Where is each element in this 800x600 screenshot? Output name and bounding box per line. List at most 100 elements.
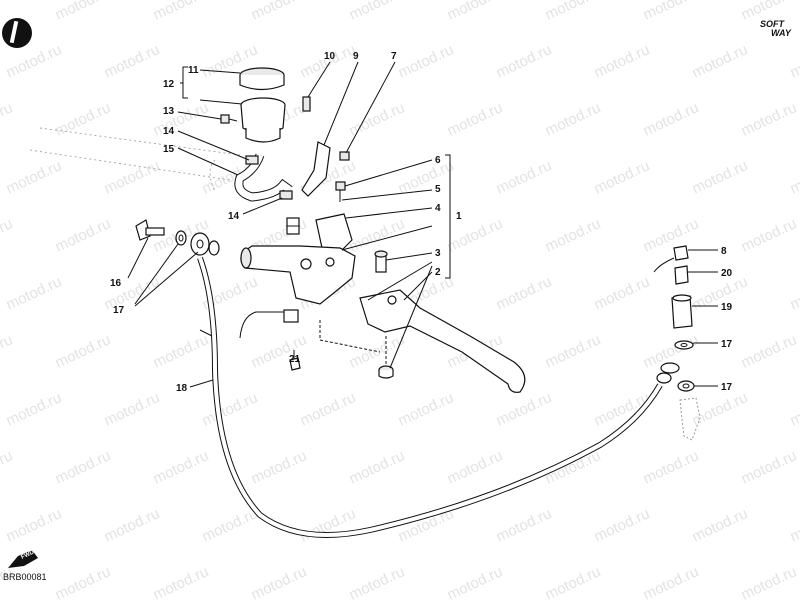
watermark-text: motod.ru (0, 447, 15, 487)
watermark-text: motod.ru (53, 0, 114, 24)
callout-1: 1 (456, 211, 462, 222)
watermark-text: motod.ru (690, 157, 751, 197)
callout-12: 12 (163, 79, 175, 90)
watermark-text: motod.ru (200, 505, 261, 545)
watermark-text: motod.ru (788, 505, 800, 545)
watermark-text: motod.ru (249, 563, 310, 600)
watermark-text: motod.ru (0, 99, 15, 139)
watermark-text: motod.ru (494, 273, 555, 313)
callout-labels: 11 12 13 14 15 14 10 9 7 6 5 4 1 3 2 16 … (110, 51, 733, 394)
hose-15 (234, 153, 293, 202)
washer-17-right-bottom (677, 380, 695, 392)
watermark-text: motod.ru (788, 41, 800, 81)
watermark-text: motod.ru (4, 273, 65, 313)
watermark-text: motod.ru (4, 389, 65, 429)
watermark-text: motod.ru (4, 157, 65, 197)
watermark-text: motod.ru (592, 157, 653, 197)
softway-logo: SOFT WAY (760, 19, 792, 38)
watermark-text: motod.ru (739, 447, 800, 487)
watermark-text: motod.ru (445, 563, 506, 600)
banjo-fitting (190, 232, 220, 256)
watermark-text: motod.ru (4, 505, 65, 545)
watermark-text: motod.ru (151, 563, 212, 600)
watermark-text: motod.ru (347, 447, 408, 487)
callout-9: 9 (353, 51, 359, 62)
watermark-text: motod.ru (690, 273, 751, 313)
watermark-text: motod.ru (543, 331, 604, 371)
watermark-text: motod.ru (249, 447, 310, 487)
clutch-lever (359, 289, 526, 393)
watermark-text: motod.ru (200, 389, 261, 429)
watermark-text: motod.ru (494, 41, 555, 81)
callout-16: 16 (110, 278, 122, 289)
bleed-cap-8 (653, 245, 689, 273)
softway-top: SOFT (760, 19, 786, 29)
watermark-text: motod.ru (494, 157, 555, 197)
watermark-text: motod.ru (592, 41, 653, 81)
drawing-code: BRB00081 (3, 572, 47, 582)
watermark-text: motod.ru (690, 41, 751, 81)
watermark-text: motod.ru (0, 331, 15, 371)
watermark-text: motod.ru (690, 389, 751, 429)
watermark-text: motod.ru (641, 0, 702, 24)
watermark-text: motod.ru (298, 505, 359, 545)
watermark-text: motod.ru (298, 389, 359, 429)
washer-17-right-top (674, 340, 694, 350)
watermark-text: motod.ru (53, 215, 114, 255)
lever-nut (378, 365, 394, 379)
callout-20: 20 (721, 268, 733, 279)
callout-17-right-top: 17 (721, 339, 733, 350)
watermark-text: motod.ru (53, 99, 114, 139)
callout-17-left: 17 (113, 305, 125, 316)
watermark-text: motod.ru (53, 331, 114, 371)
watermark-text: motod.ru (249, 0, 310, 24)
bracket-9 (301, 96, 331, 197)
master-cylinder (240, 245, 356, 305)
hose-clamp-upper (245, 155, 259, 165)
switch-wire (199, 309, 301, 371)
callout-3: 3 (435, 248, 441, 259)
watermark-text: motod.ru (396, 41, 457, 81)
watermark-text: motod.ru (102, 41, 163, 81)
callout-13: 13 (163, 106, 175, 117)
callout-7: 7 (391, 51, 397, 62)
watermark-text: motod.ru (739, 563, 800, 600)
adapter-19 (671, 294, 693, 329)
bleed-valve-20 (674, 265, 689, 285)
watermark-text: motod.ru (788, 273, 800, 313)
callout-11: 11 (188, 65, 199, 76)
hose-fitting (286, 217, 300, 235)
watermark-text: motod.ru (151, 331, 212, 371)
watermark-text: motod.ru (102, 389, 163, 429)
watermark-text: motod.ru (543, 99, 604, 139)
watermark-text: motod.ru (592, 273, 653, 313)
watermark-text: motod.ru (788, 389, 800, 429)
brand-logo (2, 18, 32, 48)
callout-17-right-bottom: 17 (721, 382, 733, 393)
callout-10: 10 (324, 51, 336, 62)
washer-17-left (175, 230, 187, 246)
hose-end-right (656, 362, 680, 384)
watermark-text: motod.ru (494, 389, 555, 429)
watermark-text: motod.ru (445, 447, 506, 487)
watermark-text: motod.ru (592, 505, 653, 545)
watermark-text: motod.ru (0, 215, 15, 255)
watermark-text: motod.ru (102, 505, 163, 545)
fwd-label: FWD (20, 549, 36, 560)
callout-14-top: 14 (163, 126, 175, 137)
hydraulic-hose (197, 256, 663, 538)
handlebar-outline (29, 127, 241, 193)
watermark-text: motod.ru (53, 447, 114, 487)
watermark-text: motod.ru (543, 563, 604, 600)
callout-6: 6 (435, 155, 441, 166)
watermark-text: motod.ru (690, 505, 751, 545)
screw-6 (335, 181, 346, 202)
watermark-text: motod.ru (102, 157, 163, 197)
watermark-text: motod.ru (347, 0, 408, 24)
watermark-text: motod.ru (445, 0, 506, 24)
callout-18: 18 (176, 383, 188, 394)
callout-8: 8 (721, 246, 727, 257)
screw-7 (339, 151, 350, 161)
